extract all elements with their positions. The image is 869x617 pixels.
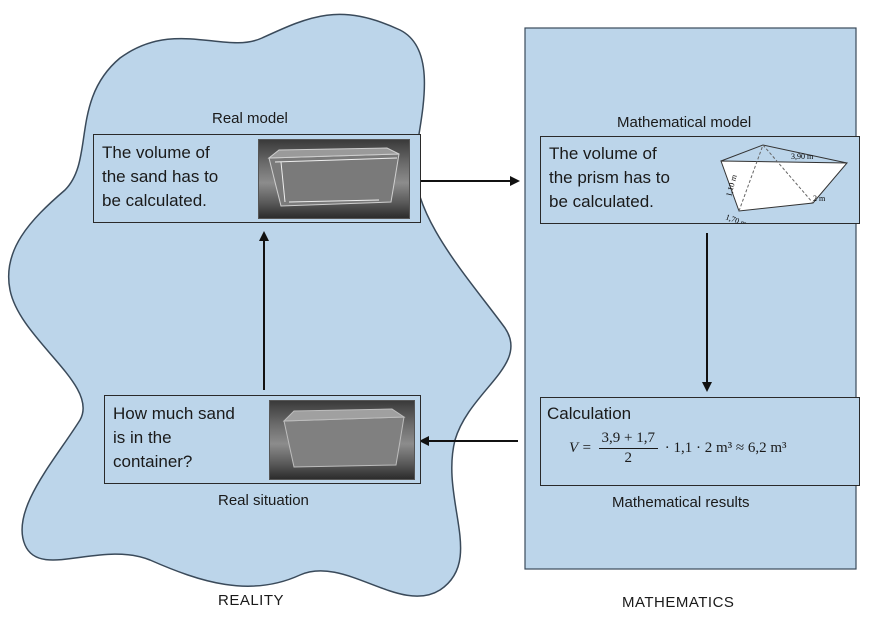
mathematical-model-text: The volume of the prism has to be calcul… <box>549 142 670 214</box>
calculation-title: Calculation <box>547 404 632 423</box>
text-line: is in the <box>113 428 172 447</box>
container-shape <box>282 408 406 468</box>
formula-denominator: 2 <box>624 450 633 466</box>
real-situation-text: How much sand is in the container? <box>113 402 235 474</box>
volume-formula: V = 3,9 + 1,7 2 · 1,1 · 2 m³ ≈ 6,2 m³ <box>569 430 787 467</box>
calculation-box: Calculation V = 3,9 + 1,7 2 · 1,1 · 2 m³… <box>540 397 860 486</box>
mathematical-model-title: Mathematical model <box>617 114 752 131</box>
real-situation-box: How much sand is in the container? <box>104 395 421 484</box>
text-line: container? <box>113 452 193 471</box>
container-shape <box>267 147 400 207</box>
dimension-bottom: 1,70 m <box>724 212 749 223</box>
prism-sketch: 3,90 m 1,10 m 1,70 m 2 m <box>720 144 849 223</box>
real-model-box: The volume of the sand has to be calcula… <box>93 134 421 223</box>
mathematical-model-box: The volume of the prism has to be calcul… <box>540 136 860 224</box>
mathematical-results-label: Mathematical results <box>612 494 750 511</box>
formula-rest: · 1,1 · 2 m³ ≈ 6,2 m³ <box>664 439 787 456</box>
text-line: be calculated. <box>549 192 654 211</box>
dimension-top: 3,90 m <box>791 152 814 161</box>
dimension-depth: 2 m <box>813 194 826 203</box>
mathematics-footer: MATHEMATICS <box>622 594 735 611</box>
container-photo-annotated <box>258 139 410 219</box>
text-line: the prism has to <box>549 168 670 187</box>
text-line: The volume of <box>549 144 657 163</box>
real-situation-title: Real situation <box>218 492 309 509</box>
real-model-title: Real model <box>212 110 288 127</box>
reality-footer: REALITY <box>218 592 285 609</box>
text-line: The volume of <box>102 143 210 162</box>
real-model-text: The volume of the sand has to be calcula… <box>102 141 218 213</box>
mathematics-panel <box>524 27 857 570</box>
text-line: be calculated. <box>102 191 207 210</box>
formula-fraction: 3,9 + 1,7 2 <box>598 430 658 467</box>
text-line: How much sand <box>113 404 235 423</box>
formula-numerator: 3,9 + 1,7 <box>598 430 658 449</box>
container-photo <box>269 400 415 480</box>
text-line: the sand has to <box>102 167 219 186</box>
formula-lhs: V = <box>569 439 592 456</box>
